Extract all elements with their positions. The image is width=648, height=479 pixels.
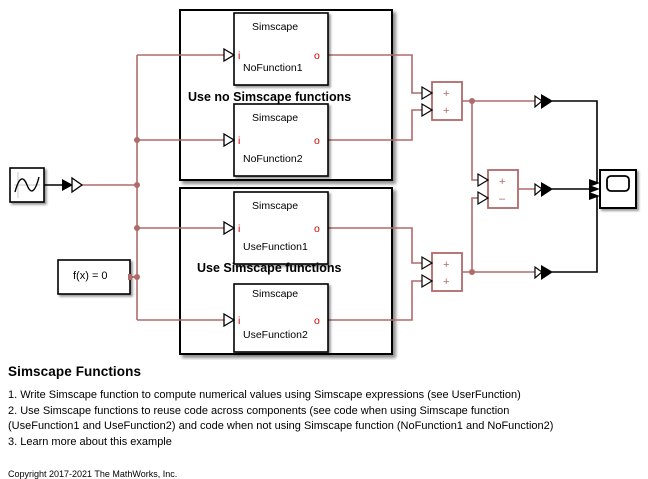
component-block-nofunction1[interactable] xyxy=(223,12,329,86)
port-label-in-3: i xyxy=(238,223,240,235)
notes-line-4[interactable]: 3. Learn more about this example xyxy=(8,435,172,448)
port-label-in-2: i xyxy=(238,135,240,147)
sum-bottom-sign-2: + xyxy=(443,276,449,288)
block-nofunction2-top-label: Simscape xyxy=(252,112,299,124)
copyright-text: Copyright 2017-2021 The MathWorks, Inc. xyxy=(8,469,178,479)
sum-block-bottom[interactable] xyxy=(421,252,463,292)
port-label-out-2: o xyxy=(314,135,320,147)
port-label-in-4: i xyxy=(238,315,240,327)
subsystem-title-no-functions: Use no Simscape functions xyxy=(188,90,352,104)
block-nofunction1-name: NoFunction1 xyxy=(243,62,303,74)
port-label-out-4: o xyxy=(314,315,320,327)
component-block-usefunction2[interactable] xyxy=(223,283,329,353)
block-usefunction1-top-label: Simscape xyxy=(252,200,299,212)
sine-wave-source-block[interactable] xyxy=(9,167,45,203)
port-label-out-1: o xyxy=(314,50,320,62)
notes-panel: Simscape Functions 1. Write Simscape fun… xyxy=(8,364,640,479)
port-label-out-3: o xyxy=(314,223,320,235)
simulink-ps-converter[interactable] xyxy=(62,176,84,194)
notes-line-3: (UseFunction1 and UseFunction2) and code… xyxy=(8,420,554,432)
signal-junctions xyxy=(134,98,475,280)
block-nofunction1-top-label: Simscape xyxy=(252,21,299,33)
block-usefunction2-name: UseFunction2 xyxy=(243,329,308,341)
sum-difference-sign-2: – xyxy=(499,193,506,205)
sum-bottom-sign-1: + xyxy=(443,259,449,271)
scope-block[interactable] xyxy=(589,169,637,209)
ps-simulink-converter-middle[interactable] xyxy=(534,182,553,197)
block-usefunction2-top-label: Simscape xyxy=(252,288,299,300)
subsystem-title-use-functions: Use Simscape functions xyxy=(197,261,342,275)
notes-heading: Simscape Functions xyxy=(8,364,142,379)
port-label-in-1: i xyxy=(238,50,240,62)
notes-line-2: 2. Use Simscape functions to reuse code … xyxy=(8,404,510,417)
ps-simulink-converter-top[interactable] xyxy=(534,94,553,109)
component-block-nofunction2[interactable] xyxy=(223,103,329,177)
sum-top-sign-1: + xyxy=(443,88,449,100)
sum-difference-sign-1: + xyxy=(499,176,505,188)
sum-block-top[interactable] xyxy=(421,81,463,121)
sine-wave-icon xyxy=(14,176,40,193)
block-diagram: i o i o i o i o + + + – + + xyxy=(9,9,637,355)
solver-configuration-block[interactable] xyxy=(57,259,132,295)
scope-screen-icon xyxy=(606,175,630,192)
ps-simulink-converter-bottom[interactable] xyxy=(534,265,553,280)
block-nofunction2-name: NoFunction2 xyxy=(243,153,303,165)
solver-block-label: f(x) = 0 xyxy=(73,270,108,282)
sum-block-difference[interactable] xyxy=(477,169,519,209)
block-usefunction1-name: UseFunction1 xyxy=(243,241,308,253)
component-block-usefunction1[interactable] xyxy=(223,191,329,265)
sum-top-sign-2: + xyxy=(443,105,449,117)
notes-line-1: 1. Write Simscape function to compute nu… xyxy=(8,389,521,401)
